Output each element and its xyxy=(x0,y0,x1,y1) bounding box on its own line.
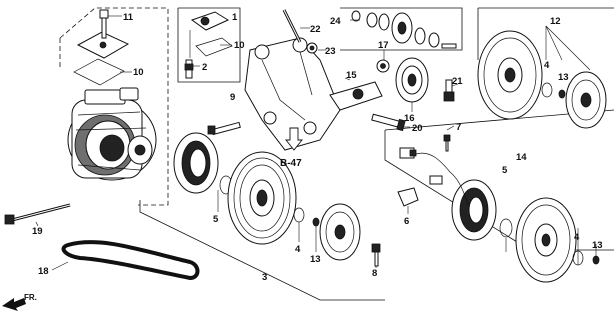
clutch-group-box-14 xyxy=(384,130,614,251)
screw-7 xyxy=(443,134,451,152)
callout-7: 7 xyxy=(456,122,461,133)
clutch-kit-box-3 xyxy=(139,200,385,301)
callout-8: 8 xyxy=(372,268,377,279)
callout-4-center: 4 xyxy=(295,244,301,255)
callout-20: 20 xyxy=(412,123,423,134)
bolt-8 xyxy=(371,243,381,267)
nut-13-right-top xyxy=(558,89,566,99)
pulley-main xyxy=(227,151,297,245)
callout-5-right: 5 xyxy=(502,165,508,176)
callout-19: 19 xyxy=(32,226,43,237)
armature-plate xyxy=(319,203,361,261)
drive-belt-18 xyxy=(61,240,200,281)
pulley-12 xyxy=(477,30,543,120)
callout-numbers: 11 10 10 1 2 9 22 23 24 17 15 21 16 20 7… xyxy=(32,12,603,283)
down-arrow-icon xyxy=(285,127,303,151)
callout-10-switch: 10 xyxy=(234,40,245,51)
idler-group-box xyxy=(340,7,463,51)
front-label: FR. xyxy=(24,293,37,302)
compressor xyxy=(67,87,157,181)
reference-b47: B-47 xyxy=(280,127,303,169)
callout-3: 3 xyxy=(262,272,267,283)
callout-11: 11 xyxy=(123,12,134,23)
front-arrow-icon xyxy=(2,298,26,311)
field-coil xyxy=(173,132,219,194)
front-direction-indicator: FR. xyxy=(2,293,37,311)
nut-23 xyxy=(306,42,318,54)
callout-13-bottom-right: 13 xyxy=(592,240,603,251)
bolt-11 xyxy=(99,9,109,39)
callout-13-top-right: 13 xyxy=(558,72,569,83)
shim-4-right-top xyxy=(541,82,553,98)
callout-21: 21 xyxy=(452,76,463,87)
compressor-bracket xyxy=(244,37,341,151)
callout-12: 12 xyxy=(550,16,561,27)
snap-ring-5-right xyxy=(499,218,513,238)
pulley-14 xyxy=(515,197,577,283)
field-coil-14 xyxy=(451,179,497,241)
tensioner-arm-15 xyxy=(329,81,383,111)
pressure-switch-assembly xyxy=(184,11,233,79)
nut-17 xyxy=(376,59,390,73)
armature-12 xyxy=(565,71,607,129)
callout-14: 14 xyxy=(516,152,527,163)
bracket-bolt xyxy=(207,121,241,136)
rear-cover-group-box xyxy=(177,7,241,83)
callout-5-center: 5 xyxy=(213,214,219,225)
callout-13-center: 13 xyxy=(310,254,321,265)
nut-13 xyxy=(312,217,320,227)
callout-6: 6 xyxy=(404,216,409,227)
callout-22: 22 xyxy=(310,24,321,35)
callout-24: 24 xyxy=(330,16,341,27)
leader-lines xyxy=(35,15,597,271)
idler-pulley-16 xyxy=(395,57,429,103)
callout-18: 18 xyxy=(38,266,49,277)
callout-17: 17 xyxy=(378,40,389,51)
reference-label: B-47 xyxy=(280,158,302,169)
idler-pulley-group xyxy=(351,10,457,49)
bolt-20 xyxy=(371,113,406,132)
rear-cover-plate xyxy=(73,31,130,86)
callout-16: 16 xyxy=(404,113,415,124)
callout-1: 1 xyxy=(232,12,238,23)
callout-23: 23 xyxy=(325,46,336,57)
callout-4-bottom-right: 4 xyxy=(574,232,580,243)
callout-10-left: 10 xyxy=(133,67,144,78)
bolt-22 xyxy=(282,9,302,43)
callout-9: 9 xyxy=(230,92,235,103)
callout-15: 15 xyxy=(346,70,357,81)
callout-2: 2 xyxy=(202,62,207,73)
shim-4 xyxy=(293,207,305,223)
callout-4-top-right: 4 xyxy=(544,60,550,71)
long-bolt-19 xyxy=(4,203,71,225)
clutch-harness xyxy=(397,147,469,207)
